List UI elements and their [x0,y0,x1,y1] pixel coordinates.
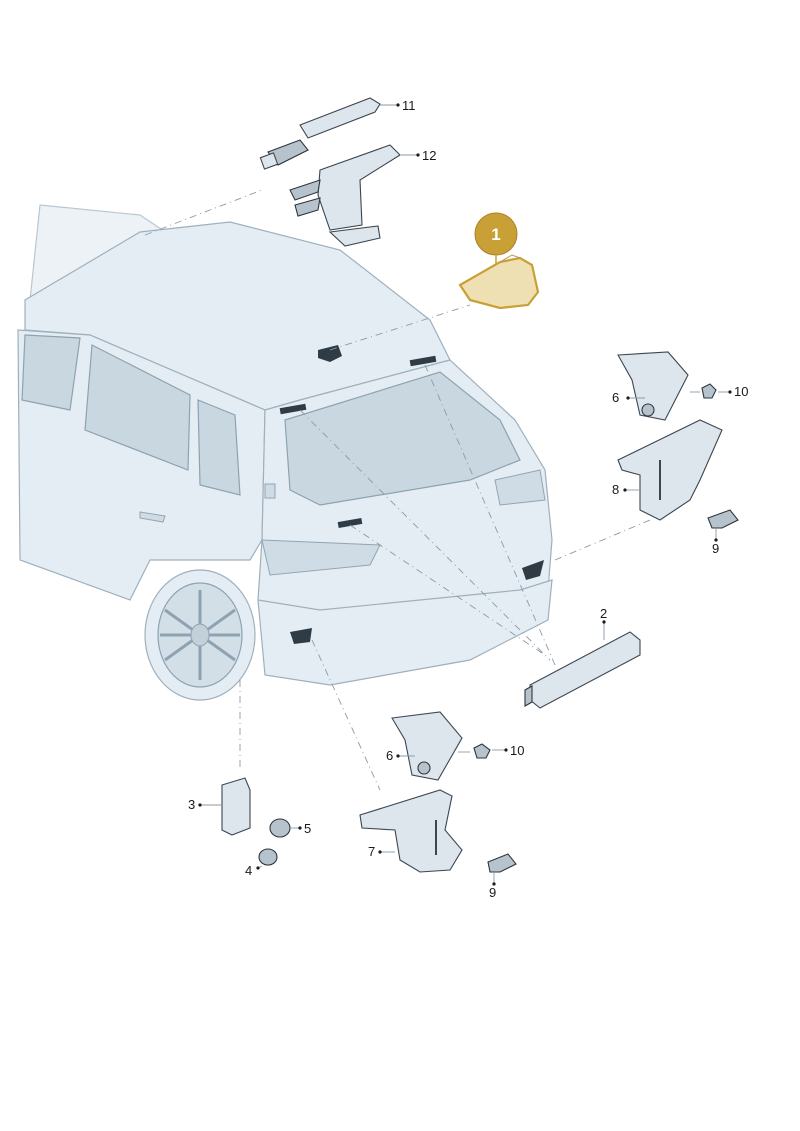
part-4-ring [257,848,278,869]
part-8-mount-bracket [617,419,723,521]
label-2: 2 [600,606,607,621]
part-5-sensor [269,818,300,838]
leader-lines [144,189,651,791]
label-4: 4 [245,863,252,878]
label-10-upper: 10 [734,384,748,399]
label-6-upper: 6 [612,390,619,405]
label-7: 7 [368,844,375,859]
part-1-roof-antenna [458,212,540,310]
label-9-upper: 9 [712,541,719,556]
part-2-antenna-module [524,620,641,709]
label-12: 12 [422,148,436,163]
part-6-upper-bracket [617,351,700,421]
leader-dots [198,103,732,886]
label-9-lower: 9 [489,885,496,900]
part-10-nut-upper [701,383,730,399]
label-11: 11 [402,98,416,113]
label-10-lower: 10 [510,743,524,758]
label-6-lower: 6 [386,748,393,763]
part-3-sensor-housing [200,777,251,836]
part-9-clip-upper [707,509,739,540]
part-6-lower-bracket [391,711,470,781]
label-1: 1 [491,225,500,244]
part-11-sensor-bar [259,97,398,170]
car-body [17,204,553,701]
label-3: 3 [188,797,195,812]
label-8: 8 [612,482,619,497]
part-9-clip-lower [487,853,517,884]
part-12-bracket [289,144,418,247]
callout-labels: 11 12 1 6 10 8 9 2 6 10 3 5 7 4 9 [188,98,748,900]
part-10-nut-lower [473,743,506,759]
part-7-mount-bracket [359,789,463,873]
label-5: 5 [304,821,311,836]
